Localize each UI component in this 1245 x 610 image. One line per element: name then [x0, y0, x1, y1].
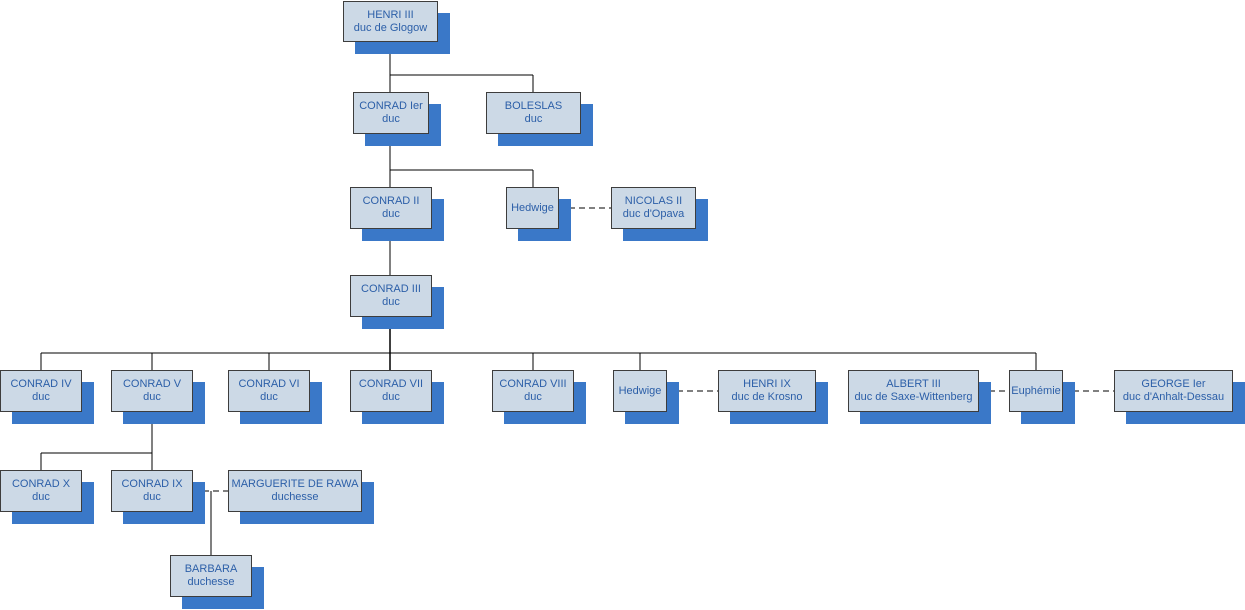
node-hedwige2: Hedwige — [613, 370, 667, 412]
node-conrad5-name: CONRAD V — [122, 378, 182, 390]
node-hedwige2-name: Hedwige — [618, 384, 662, 397]
node-george1-name: GEORGE Ier — [1141, 378, 1206, 390]
node-conrad7: CONRAD VII duc — [350, 370, 432, 412]
node-conrad2: CONRAD II duc — [350, 187, 432, 229]
node-conrad1-title: duc — [382, 113, 400, 125]
node-nicolas2: NICOLAS II duc d'Opava — [611, 187, 696, 229]
node-conrad8-title: duc — [524, 391, 542, 403]
node-hedwige1: Hedwige — [506, 187, 559, 229]
node-conrad7-title: duc — [382, 391, 400, 403]
node-henri3-name: HENRI III — [367, 8, 414, 21]
node-henri3-title: duc de Glogow — [353, 21, 428, 34]
node-conrad10-name: CONRAD X — [11, 478, 71, 490]
node-barbara-title: duchesse — [187, 576, 235, 588]
node-george1: GEORGE Ier duc d'Anhalt-Dessau — [1114, 370, 1233, 412]
node-conrad2-title: duc — [382, 208, 400, 220]
node-conrad4: CONRAD IV duc — [0, 370, 82, 412]
node-henri9: HENRI IX duc de Krosno — [718, 370, 816, 412]
node-conrad3: CONRAD III duc — [350, 275, 432, 317]
node-conrad6: CONRAD VI duc — [228, 370, 310, 412]
node-conrad10-title: duc — [32, 491, 50, 503]
node-henri9-name: HENRI IX — [743, 378, 791, 390]
node-albert3: ALBERT III duc de Saxe-Wittenberg — [848, 370, 979, 412]
node-albert3-name: ALBERT III — [886, 378, 941, 390]
node-conrad2-name: CONRAD II — [362, 195, 420, 207]
node-henri9-title: duc de Krosno — [731, 391, 803, 403]
node-hedwige1-name: Hedwige — [511, 201, 554, 214]
node-barbara: BARBARA duchesse — [170, 555, 252, 597]
node-conrad3-name: CONRAD III — [361, 283, 421, 295]
node-barbara-name: BARBARA — [184, 563, 238, 575]
node-conrad9-title: duc — [143, 491, 161, 503]
node-conrad4-name: CONRAD IV — [10, 378, 72, 390]
node-euphemie-name: Euphémie — [1011, 384, 1061, 397]
node-marguerite: MARGUERITE DE RAWA duchesse — [228, 470, 362, 512]
node-marguerite-title: duchesse — [271, 491, 319, 503]
node-conrad1-name: CONRAD Ier — [359, 100, 423, 112]
node-albert3-title: duc de Saxe-Wittenberg — [854, 391, 973, 403]
node-boleslas-name: BOLESLAS — [504, 100, 563, 112]
node-conrad6-title: duc — [260, 391, 278, 403]
node-conrad5: CONRAD V duc — [111, 370, 193, 412]
node-boleslas: BOLESLAS duc — [486, 92, 581, 134]
node-conrad6-name: CONRAD VI — [238, 378, 300, 390]
node-nicolas2-title: duc d'Opava — [622, 208, 685, 220]
node-henri3: HENRI III duc de Glogow — [343, 1, 438, 42]
node-conrad5-title: duc — [143, 391, 161, 403]
node-conrad8-name: CONRAD VIII — [499, 378, 567, 390]
node-conrad10: CONRAD X duc — [0, 470, 82, 512]
node-conrad9-name: CONRAD IX — [121, 478, 183, 490]
node-conrad3-title: duc — [382, 296, 400, 308]
node-conrad1: CONRAD Ier duc — [353, 92, 429, 134]
node-marguerite-name: MARGUERITE DE RAWA — [231, 478, 359, 490]
node-boleslas-title: duc — [524, 113, 543, 125]
node-conrad9: CONRAD IX duc — [111, 470, 193, 512]
node-euphemie: Euphémie — [1009, 370, 1063, 412]
node-conrad8: CONRAD VIII duc — [492, 370, 574, 412]
node-george1-title: duc d'Anhalt-Dessau — [1122, 391, 1225, 403]
node-nicolas2-name: NICOLAS II — [624, 195, 683, 207]
node-conrad4-title: duc — [32, 391, 50, 403]
node-conrad7-name: CONRAD VII — [358, 378, 424, 390]
